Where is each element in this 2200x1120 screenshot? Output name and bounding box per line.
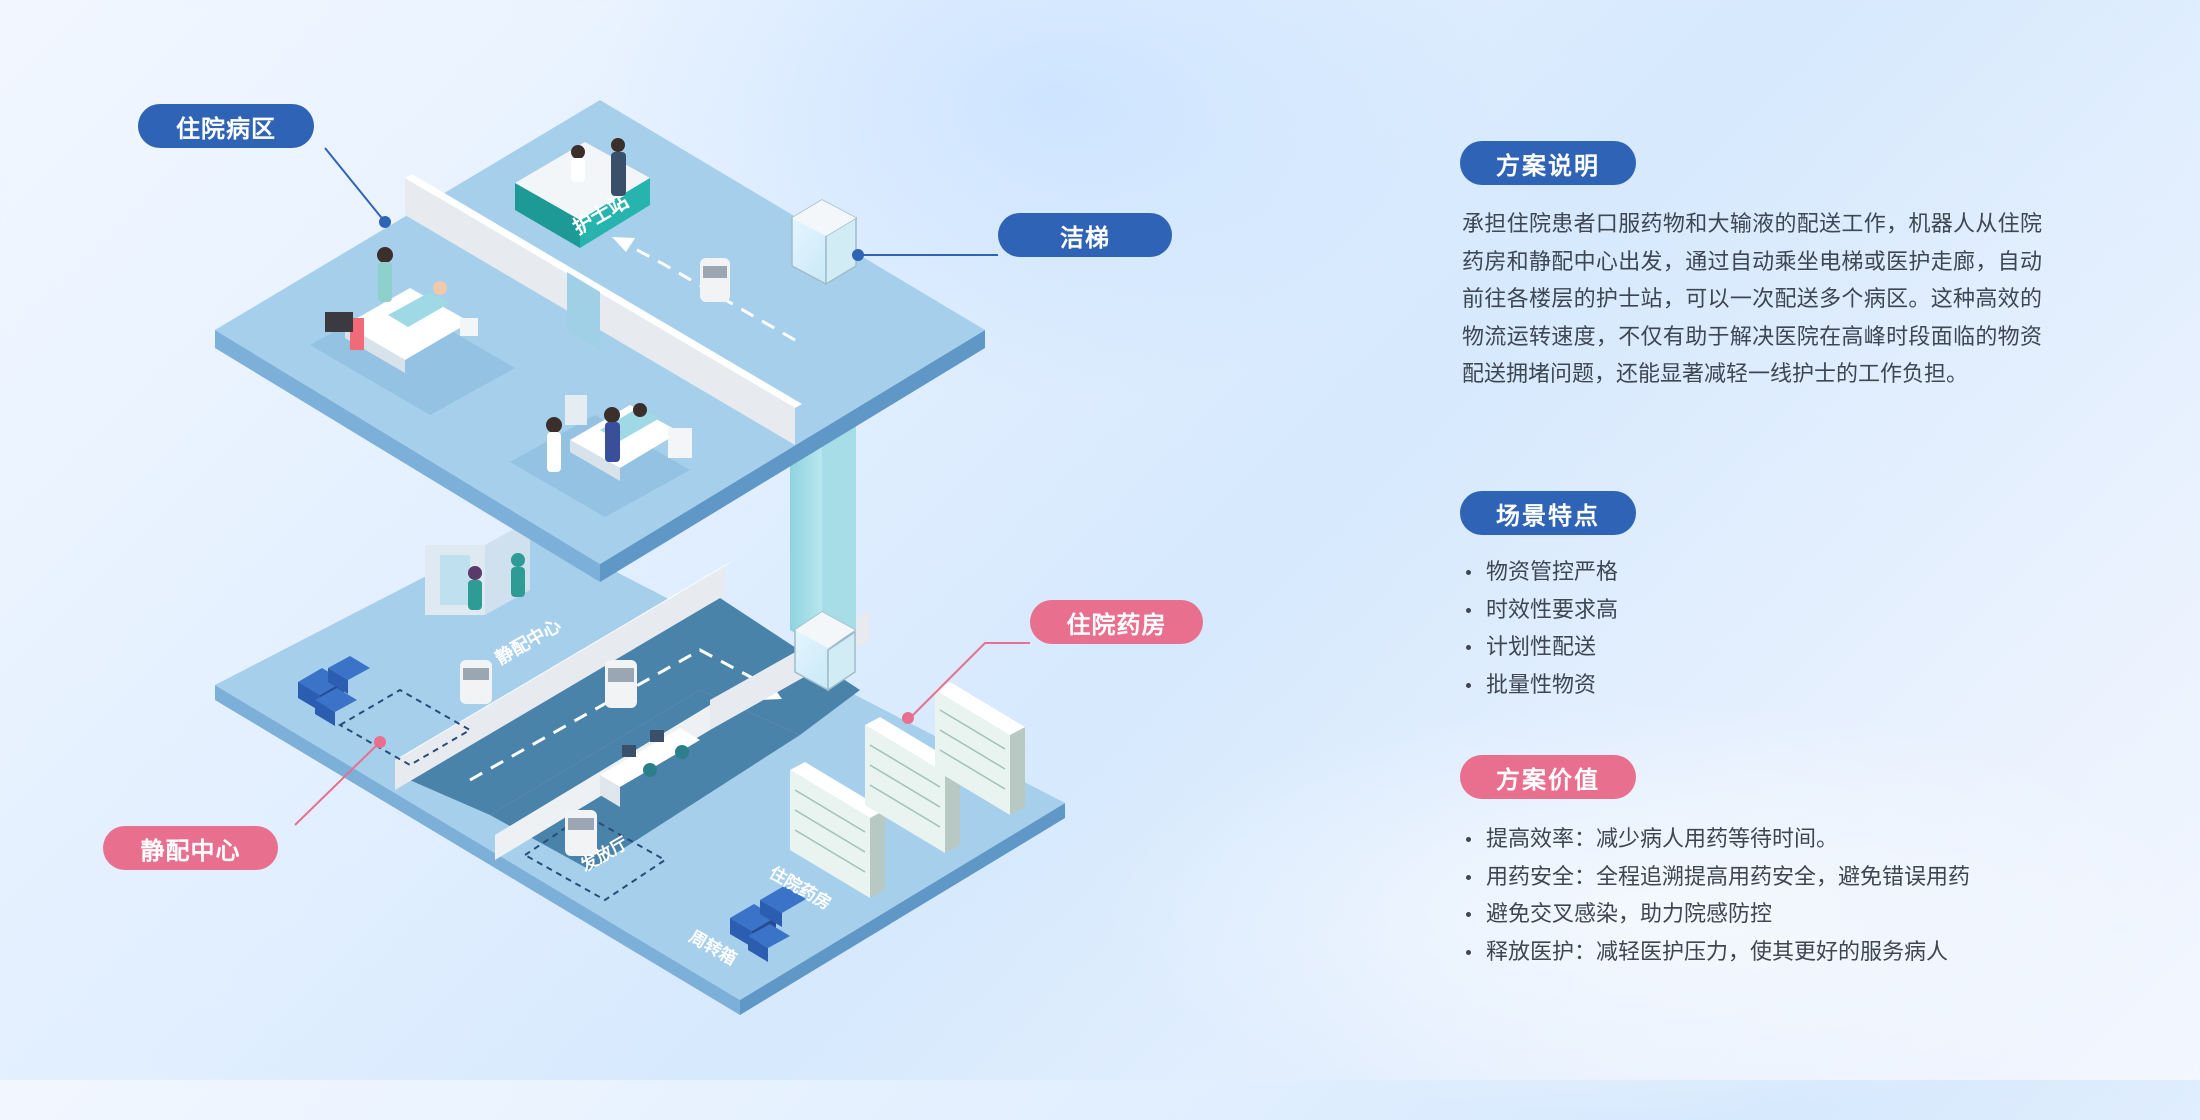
list-item: 提高效率：减少病人用药等待时间。 [1462, 821, 1970, 859]
turnover-boxes-left [298, 656, 370, 726]
hospital-bed [325, 247, 478, 373]
list-item: 避免交叉感染，助力院感防控 [1462, 896, 1970, 934]
list-item: 时效性要求高 [1462, 592, 1618, 630]
scenario-features-title: 场景特点 [1460, 491, 1636, 535]
elevator-car [791, 199, 858, 286]
delivery-robot [460, 660, 492, 704]
list-item: 物资管控严格 [1462, 554, 1618, 592]
label-inpatient-ward: 住院病区 [138, 104, 314, 148]
pharmacist-figures [468, 553, 525, 610]
scenario-features-list: 物资管控严格 时效性要求高 计划性配送 批量性物资 [1462, 554, 1618, 704]
hospital-bed [546, 395, 692, 481]
label-connectors [294, 147, 1030, 826]
list-item: 批量性物资 [1462, 667, 1618, 705]
upper-floor: 护士站 [215, 100, 985, 582]
list-item: 用药安全：全程追溯提高用药安全，避免错误用药 [1462, 859, 1970, 897]
plan-value-title: 方案价值 [1460, 755, 1636, 799]
pharmacy-shelves [790, 682, 1025, 898]
turnover-boxes-bottom [730, 886, 806, 962]
label-inpatient-pharmacy: 住院药房 [1030, 600, 1203, 644]
hospital-isometric-scene: 静配中心 发放厅 住院药房 周转箱 护士站 [215, 100, 1065, 1015]
plan-description-title: 方案说明 [1460, 141, 1636, 185]
list-item: 计划性配送 [1462, 629, 1618, 667]
delivery-robot [700, 258, 730, 302]
dispensing-workstations [600, 728, 700, 807]
label-pivas-center: 静配中心 [103, 826, 278, 870]
label-clean-elevator: 洁梯 [998, 213, 1172, 257]
elevator-shaft [790, 418, 857, 692]
plan-value-list: 提高效率：减少病人用药等待时间。 用药安全：全程追溯提高用药安全，避免错误用药 … [1462, 821, 1970, 971]
lower-floor: 静配中心 发放厅 住院药房 周转箱 [215, 520, 1065, 1015]
delivery-robot [565, 810, 597, 856]
list-item: 释放医护：减轻医护压力，使其更好的服务病人 [1462, 934, 1970, 972]
delivery-robot [605, 660, 637, 708]
plan-description-body: 承担住院患者口服药物和大输液的配送工作，机器人从住院药房和静配中心出发，通过自动… [1462, 212, 2042, 387]
